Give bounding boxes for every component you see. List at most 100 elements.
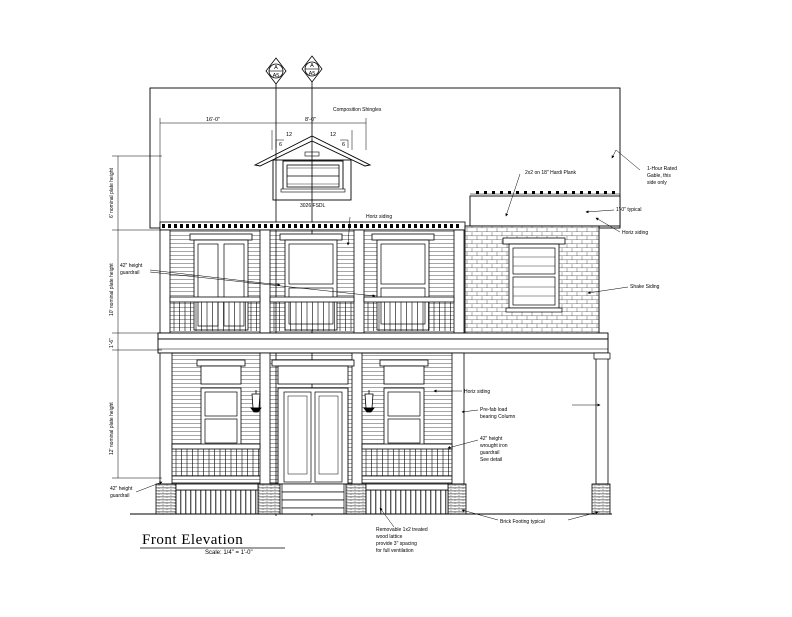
dentil: [252, 224, 255, 228]
dentil: [426, 224, 429, 228]
ridge-vent: [532, 191, 535, 194]
lower-guardrail: [171, 443, 453, 477]
note-horiz-siding-right: Horiz siding: [622, 230, 648, 236]
dentil: [450, 224, 453, 228]
ridge-vent: [556, 191, 559, 194]
drawing-scale: Scale: 1/4" = 1'-0": [205, 550, 253, 556]
dentil: [186, 224, 189, 228]
dentil: [420, 224, 423, 228]
section-marker-left-sheet: A5: [273, 73, 280, 79]
height-dimensions: [112, 155, 162, 479]
dentil: [168, 224, 171, 228]
pitch-right-run: 12: [330, 132, 336, 138]
dentil: [294, 224, 297, 228]
dentil: [438, 224, 441, 228]
dentil: [258, 224, 261, 228]
floor-band: [157, 332, 609, 354]
pitch-left-run: 12: [286, 132, 292, 138]
note-lattice-1: Removable 1x2 treated: [376, 527, 428, 533]
dim-left-span: 16'-0": [206, 117, 220, 123]
dentil: [402, 224, 405, 228]
upper-window-center: [279, 233, 343, 331]
note-iron-guardrail-4: See detail: [480, 457, 502, 463]
ridge-vent: [588, 191, 591, 194]
ridge-vent: [492, 191, 495, 194]
note-iron-guardrail-2: wrought iron: [480, 443, 508, 449]
roof-material-note: Composition Shingles: [333, 107, 382, 113]
drawing-title: Front Elevation: [142, 532, 243, 548]
dentil: [324, 224, 327, 228]
section-marker-right: A A5: [301, 55, 323, 83]
note-lattice-3: provide 3" spacing: [376, 541, 417, 547]
dentil: [378, 224, 381, 228]
note-iron-guardrail-3: guardrail: [480, 450, 499, 456]
note-overhang: 1'-0" typical: [616, 207, 642, 213]
note-column-2: bearing Column: [480, 414, 516, 420]
section-marker-left-letter: A: [274, 65, 278, 71]
dentil: [414, 224, 417, 228]
ridge-vent: [500, 191, 503, 194]
ridge-vent: [484, 191, 487, 194]
dentil: [174, 224, 177, 228]
ridge-vent: [508, 191, 511, 194]
dentil: [276, 224, 279, 228]
dentil: [162, 224, 165, 228]
dentil: [384, 224, 387, 228]
note-column-1: Pre-fab load: [480, 407, 507, 413]
dentil: [288, 224, 291, 228]
dentil: [234, 224, 237, 228]
dentil: [456, 224, 459, 228]
dim-plate-height-2: 10' nominal plate height: [109, 263, 115, 316]
foundation: [130, 483, 612, 515]
dentil: [336, 224, 339, 228]
ridge-vent: [540, 191, 543, 194]
section-marker-left: A A5: [265, 57, 287, 85]
note-brick-footing: Brick Footing typical: [500, 519, 545, 525]
note-fire-rating-3: side only: [647, 180, 667, 186]
note-iron-guardrail-1: 42" height: [480, 436, 503, 442]
note-leaders: [135, 149, 641, 528]
note-upper-guardrail-1: 42" height: [120, 263, 143, 269]
dim-center-span: 8'-0": [305, 117, 316, 123]
upper-window-shake-wing: [502, 237, 566, 313]
ridge-vent: [604, 191, 607, 194]
ridge-vent: [572, 191, 575, 194]
dentil: [282, 224, 285, 228]
dentil: [240, 224, 243, 228]
dentil: [228, 224, 231, 228]
dentil: [264, 224, 267, 228]
dentil: [432, 224, 435, 228]
dentil: [312, 224, 315, 228]
pitch-left-rise: 6: [279, 142, 282, 148]
note-fire-rating-1: 1-Hour Rated: [647, 166, 677, 172]
note-lower-guardrail-1: 42" height: [110, 486, 133, 492]
note-horiz-siding-lower: Horiz siding: [464, 389, 490, 395]
note-plank: 2x2 on 18" Hardi Plank: [525, 170, 576, 176]
note-fire-rating-2: Gable, this: [647, 173, 671, 179]
ridge-vent: [564, 191, 567, 194]
wall-lantern-icon: [250, 390, 262, 413]
dentil: [330, 224, 333, 228]
wall-lantern-icon: [363, 390, 375, 413]
ridge-vent: [580, 191, 583, 194]
pitch-right-rise: 6: [342, 142, 345, 148]
dentil: [270, 224, 273, 228]
dentil: [192, 224, 195, 228]
dim-plate-height-3: 1'-6": [109, 338, 115, 348]
lower-window-right: [379, 359, 429, 447]
section-marker-right-letter: A: [310, 63, 314, 69]
lower-window-left: [196, 359, 246, 447]
upper-guardrail: [169, 296, 455, 331]
ridge-vent: [516, 191, 519, 194]
dentil: [342, 224, 345, 228]
ridge-vent: [476, 191, 479, 194]
upper-window-right: [371, 233, 435, 331]
note-lattice-2: wood lattice: [376, 534, 403, 540]
dentil: [372, 224, 375, 228]
dentil: [300, 224, 303, 228]
front-entry-door: [271, 359, 355, 485]
upper-door-left: [189, 233, 253, 331]
dentil: [390, 224, 393, 228]
